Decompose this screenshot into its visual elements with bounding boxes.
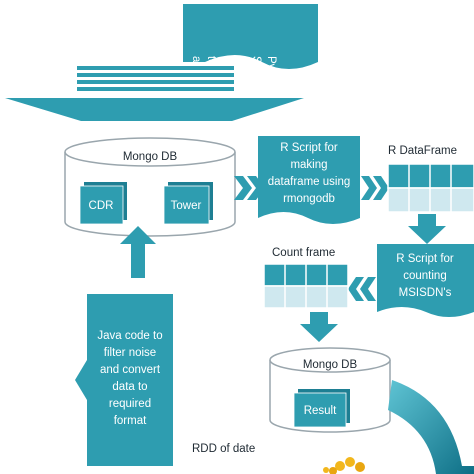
chevron-left-icon bbox=[348, 277, 376, 301]
java-line: Java code to bbox=[97, 330, 162, 342]
svg-text:Script to: Script to bbox=[250, 56, 262, 98]
tower-collection: Tower bbox=[163, 182, 213, 225]
java-line: format bbox=[114, 415, 147, 427]
r-counting-line: MSISDN's bbox=[399, 287, 452, 299]
arrow-down-icon bbox=[300, 312, 338, 342]
java-line: required bbox=[109, 398, 151, 410]
cdr-collection: CDR bbox=[79, 182, 127, 225]
python-line: Python bbox=[265, 56, 277, 92]
r-counting-line: R Script for bbox=[396, 253, 454, 265]
r-script-dataframe-box: R Script for making dataframe using rmon… bbox=[258, 136, 360, 224]
result-collection: Result bbox=[293, 389, 350, 428]
mongo-db-bottom-cylinder: Mongo DB Result bbox=[269, 347, 391, 433]
arrow-up-icon bbox=[120, 226, 156, 278]
svg-text:Python: Python bbox=[265, 56, 277, 92]
mongo-db-top-cylinder: Mongo DB CDR Tower bbox=[64, 137, 236, 237]
chevron-arrow-icon bbox=[361, 176, 389, 200]
r-dataframe-label: R DataFrame bbox=[388, 145, 457, 157]
svg-text:attributes: attributes bbox=[190, 56, 202, 104]
cdr-label: CDR bbox=[89, 200, 114, 212]
r-dataframe-grid bbox=[387, 163, 474, 213]
python-line: Script to bbox=[250, 56, 262, 98]
python-script-box: attributes to 3 dimension reduce Script … bbox=[183, 4, 318, 108]
java-line: filter noise bbox=[104, 347, 156, 359]
r-script-line: R Script for bbox=[280, 142, 338, 154]
python-line: reduce bbox=[235, 56, 247, 91]
count-frame-grid bbox=[263, 263, 349, 309]
svg-text:reduce: reduce bbox=[235, 56, 247, 91]
arrow-down-icon bbox=[408, 214, 446, 244]
down-arrow-into-mongo bbox=[5, 66, 304, 121]
count-frame-label: Count frame bbox=[272, 247, 335, 259]
mongo-bottom-title: Mongo DB bbox=[303, 359, 358, 371]
java-code-box: Java code to filter noise and convert da… bbox=[75, 294, 173, 466]
r-script-line: rmongodb bbox=[283, 193, 335, 205]
r-script-line: dataframe using bbox=[268, 176, 350, 188]
r-script-line: making bbox=[290, 159, 327, 171]
java-line: and convert bbox=[100, 364, 161, 376]
result-label: Result bbox=[304, 405, 337, 417]
curved-arrow-icon bbox=[388, 380, 474, 474]
mongo-top-title: Mongo DB bbox=[123, 151, 178, 163]
java-line: data to bbox=[112, 381, 147, 393]
python-line: attributes bbox=[190, 56, 202, 104]
svg-text:to 3: to 3 bbox=[205, 56, 217, 75]
python-line: to 3 bbox=[205, 56, 217, 75]
r-counting-line: counting bbox=[403, 270, 446, 282]
rdd-label: RDD of date bbox=[192, 443, 255, 455]
coins-icon bbox=[323, 457, 365, 474]
tower-label: Tower bbox=[171, 200, 202, 212]
r-script-counting-box: R Script for counting MSISDN's bbox=[377, 244, 474, 317]
